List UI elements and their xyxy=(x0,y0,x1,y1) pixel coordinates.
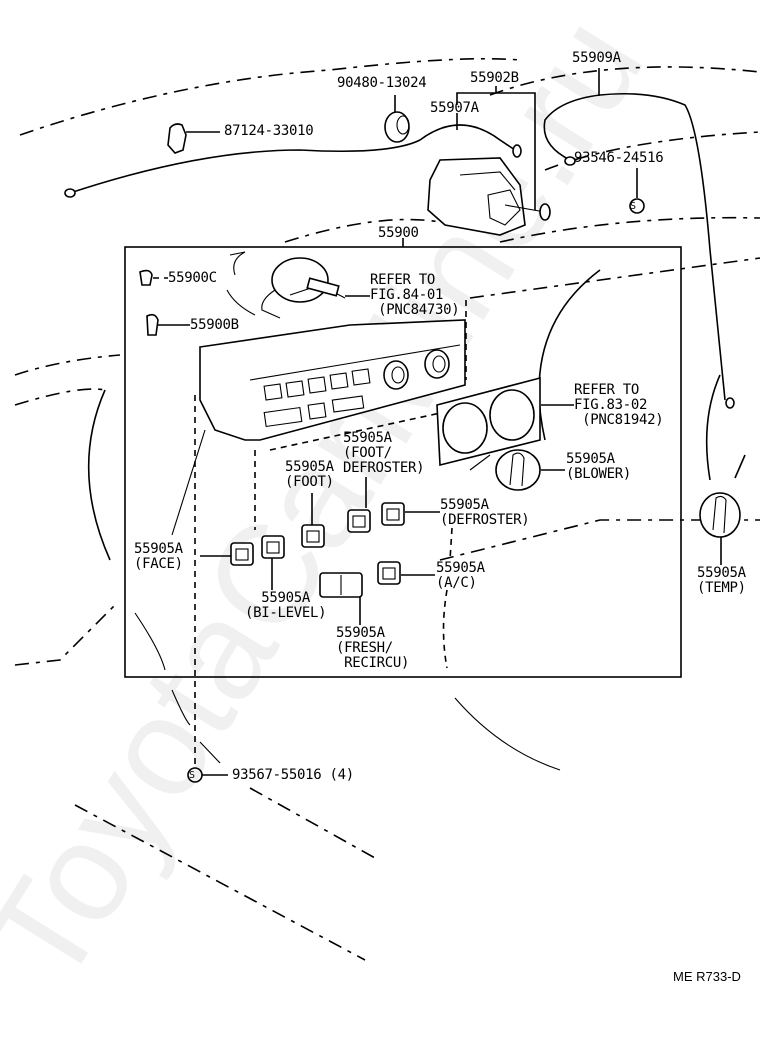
knob-temp xyxy=(699,492,741,538)
bezel-ref83 xyxy=(436,376,541,467)
switch-face xyxy=(230,542,254,566)
leader-footdef-slash xyxy=(469,454,491,471)
switch-foot-defroster xyxy=(347,509,371,533)
body-outline-bottom1 xyxy=(74,804,366,961)
body-line-lower xyxy=(134,612,166,671)
grommet-90480 xyxy=(384,111,410,143)
label-90480-13024: 90480-13024 xyxy=(337,75,427,91)
s-mark-93567-text: S xyxy=(189,770,195,781)
blower-switch-assembly xyxy=(261,257,346,319)
body-outline-left1 xyxy=(14,354,121,376)
servo-motor xyxy=(427,157,551,236)
switch-bilevel xyxy=(261,535,285,559)
label-93567-55016: 93567-55016 (4) xyxy=(232,767,354,783)
body-curve-left xyxy=(87,389,111,561)
body-outline-left2 xyxy=(14,388,106,406)
label-55905A-temp: 55905A (TEMP) xyxy=(697,565,746,596)
s-mark-93546-text: S xyxy=(630,201,636,212)
bracket-55900C-2 xyxy=(226,289,256,316)
label-55900B: 55900B xyxy=(190,317,239,333)
bracket-55900C xyxy=(229,251,246,276)
body-line-lower3 xyxy=(199,741,221,764)
cable-end-right xyxy=(512,144,522,158)
label-55902B: 55902B xyxy=(470,70,519,86)
cable-end-left xyxy=(64,188,76,198)
body-outline-bottom2 xyxy=(249,787,376,859)
knob-blower xyxy=(495,449,541,491)
switch-fresh-recircu xyxy=(319,572,363,598)
label-55900C: 55900C xyxy=(168,270,217,286)
s-mark-93546 xyxy=(629,198,645,214)
body-outline-left3 xyxy=(14,604,116,666)
bulb-55900B xyxy=(146,313,159,336)
switch-defroster xyxy=(381,502,405,526)
label-93546-24516: 93546-24516 xyxy=(574,150,664,166)
face-leader-diag xyxy=(171,429,206,536)
label-55905A-fresh-recircu: 55905A (FRESH/ RECIRCU) xyxy=(336,625,410,671)
cable-55907A xyxy=(69,124,516,194)
body-outline-right2 xyxy=(469,257,761,299)
leader-defroster-down xyxy=(449,527,453,561)
cable-end-55909A xyxy=(564,156,576,166)
label-55905A-ac: 55905A (A/C) xyxy=(436,560,485,591)
leader-ac-down xyxy=(442,589,448,669)
body-line-right-lower xyxy=(454,697,561,771)
label-55905A-face: 55905A (FACE) xyxy=(134,541,183,572)
switch-ac xyxy=(377,561,401,585)
control-panel xyxy=(199,319,466,451)
label-55900: 55900 xyxy=(378,225,419,241)
body-outline-top-right xyxy=(489,66,761,96)
label-55909A: 55909A xyxy=(572,50,621,66)
figure-code: ME R733-D xyxy=(673,969,741,984)
label-55905A-defroster: 55905A (DEFROSTER) xyxy=(440,497,530,528)
body-curve-right2 xyxy=(705,374,721,481)
label-55905A-foot-defroster: 55905A (FOOT/ DEFROSTER) xyxy=(343,430,425,476)
label-refer-fig-83-02: REFER TO FIG.83-02 (PNC81942) xyxy=(574,382,664,428)
panel-buttons xyxy=(263,368,371,428)
bulb-55900C xyxy=(139,269,153,286)
label-55905A-bi-level: 55905A (BI-LEVEL) xyxy=(245,590,327,621)
body-outline-right-lower xyxy=(439,519,760,561)
body-outline-top xyxy=(19,57,521,136)
label-55905A-foot: 55905A (FOOT) xyxy=(285,459,334,490)
body-curve-right3 xyxy=(734,454,746,479)
clip-87124 xyxy=(167,123,187,154)
body-outline-lower xyxy=(284,218,441,243)
label-refer-fig-84-01: REFER TO FIG.84-01 (PNC84730) xyxy=(370,272,460,318)
body-outline-right1 xyxy=(499,216,761,243)
label-55905A-blower: 55905A (BLOWER) xyxy=(566,451,632,482)
label-55907A: 55907A xyxy=(430,100,479,116)
cable-end-55909A-bottom xyxy=(725,397,735,409)
body-line-lower2 xyxy=(171,689,191,726)
cable-55909A xyxy=(599,92,726,401)
switch-foot xyxy=(301,524,325,548)
label-87124-33010: 87124-33010 xyxy=(224,123,314,139)
cable-55909A-loop xyxy=(543,94,601,161)
